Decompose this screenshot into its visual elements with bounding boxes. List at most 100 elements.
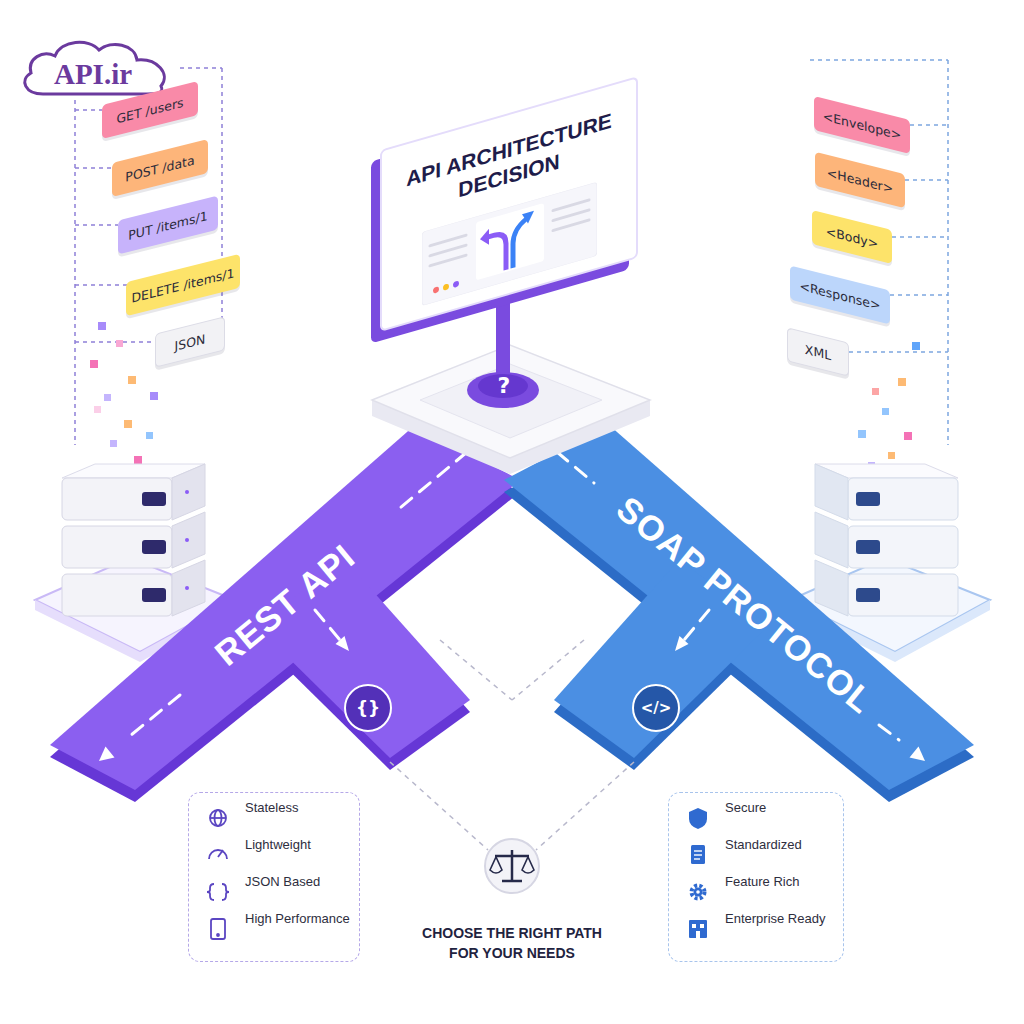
cube: [904, 432, 912, 440]
feature-item: Stateless: [189, 800, 359, 837]
server-led: [185, 538, 189, 542]
panel-dot: [443, 283, 449, 291]
cube: [150, 392, 158, 400]
document-icon: [694, 850, 702, 851]
scale-stem: [511, 850, 514, 880]
fork-arrowhead: [522, 211, 534, 225]
spine-line: [947, 60, 949, 445]
format-tag: XML: [787, 327, 849, 376]
spine-tick: [75, 284, 127, 286]
tag-text: <Header>: [827, 164, 893, 196]
soap-road: SOAP PROTOCOL: [484, 415, 984, 805]
spine-tick: [75, 224, 118, 226]
scale-base: [502, 880, 522, 883]
road-arrowhead: [99, 747, 115, 761]
tag-text: <Body>: [826, 223, 879, 251]
format-tag: JSON: [155, 316, 225, 367]
xml-element-tag: <Response>: [790, 266, 890, 325]
cube: [858, 430, 866, 438]
fork-arrow: [488, 232, 506, 275]
badge-circle: [633, 685, 679, 731]
spine-tick: [910, 124, 948, 126]
tag-text: DELETE /items/1: [131, 265, 234, 306]
request-tag: PUT /items/1: [118, 196, 218, 255]
spine-tick: [892, 236, 948, 238]
cube: [90, 360, 98, 368]
panel-line: [553, 210, 589, 220]
panel-bg: [422, 182, 597, 306]
sign-panel: [422, 182, 597, 306]
rest-road: REST API: [40, 415, 540, 805]
server-unit: [848, 574, 958, 616]
xml-element-tag: <Header>: [815, 152, 905, 208]
tag-text: PUT /items/1: [128, 208, 207, 243]
caption: CHOOSE THE RIGHT PATH FOR YOUR NEEDS: [417, 924, 607, 963]
server-side: [815, 560, 848, 616]
spine-line: [74, 100, 76, 445]
tablet-icon: [211, 919, 225, 939]
panel-dot: [433, 286, 439, 294]
feature-list: SecureStandardizedFeature RichEnterprise…: [668, 792, 844, 962]
server-slot: [142, 540, 166, 554]
tag-text: JSON: [175, 331, 206, 354]
xml-element-tag: <Body>: [812, 210, 892, 264]
cube: [872, 388, 879, 395]
document-icon: [694, 854, 702, 855]
rest-spine: [75, 68, 222, 445]
dashed-leader: [536, 762, 634, 850]
feature-item: Enterprise Ready: [669, 911, 843, 948]
road-arrowhead: [336, 636, 350, 651]
server-unit: [62, 478, 172, 520]
tag-text: XML: [805, 341, 831, 363]
tag-text: <Envelope>: [823, 108, 902, 143]
tag-text: POST /data: [125, 152, 194, 184]
soap-feature-icons: [689, 808, 707, 938]
server-slot: [856, 492, 880, 506]
fork-arrow: [513, 219, 526, 268]
cube: [146, 432, 153, 439]
road-dash: [315, 610, 340, 640]
panel-line: [430, 235, 466, 245]
decision-sign: API ARCHITECTURE DECISION: [380, 76, 638, 332]
server-side: [172, 512, 205, 568]
panel-line: [430, 245, 466, 255]
gear-icon: [692, 886, 705, 899]
feature-item: JSON Based: [189, 874, 359, 911]
road-dash: [879, 725, 899, 740]
spine-line: [810, 59, 948, 61]
cube: [124, 420, 132, 428]
shield-icon: [689, 808, 707, 829]
spine-tick: [849, 351, 948, 353]
cube: [888, 452, 895, 459]
road-dash: [557, 452, 594, 483]
building-icon: [700, 924, 704, 928]
sign-pole: [496, 288, 510, 386]
panel-line: [553, 200, 589, 210]
cloud-path: [25, 42, 165, 94]
cube: [98, 322, 106, 330]
feature-item: High Performance: [189, 911, 359, 948]
globe-icon: [210, 817, 226, 819]
road-dash: [400, 452, 467, 508]
building-icon: [689, 920, 707, 938]
spine-line: [180, 67, 222, 69]
panel-dot: [453, 280, 459, 288]
platform-inner: [420, 364, 602, 438]
feature-item: Secure: [669, 800, 843, 837]
server-slot: [856, 540, 880, 554]
request-tag: POST /data: [112, 139, 208, 197]
cube: [128, 376, 136, 384]
braces-icon: [222, 884, 229, 900]
road-surface: [50, 425, 520, 790]
globe-icon: [210, 810, 226, 826]
cube: [882, 408, 889, 415]
fork-arrowhead: [480, 229, 489, 248]
gear-icon: [696, 890, 700, 894]
building-icon: [692, 924, 696, 928]
dashed-leader: [390, 762, 488, 850]
gear-icon: [694, 888, 703, 897]
scale-beam: [495, 855, 529, 858]
document-icon: [691, 845, 705, 864]
server-unit: [848, 478, 958, 520]
